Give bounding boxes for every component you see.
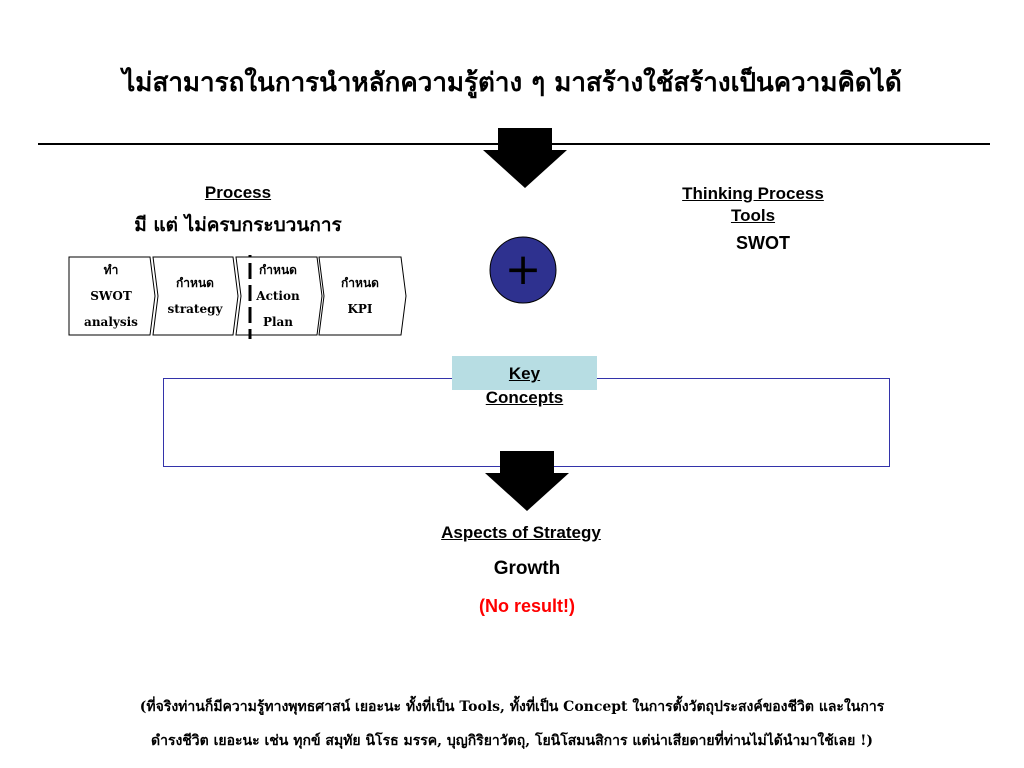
process-subtitle: มี แต่ ไม่ครบกระบวนการ <box>134 214 342 236</box>
step-4-line-2: KPI <box>347 302 373 316</box>
process-step-shape <box>235 256 323 336</box>
thinking-heading-line-1: Thinking Process <box>682 184 824 203</box>
process-step-3: กำหนด Action Plan <box>240 257 316 335</box>
step-3-line-1: กำหนด <box>259 263 297 277</box>
footer-line-2: ดำรงชีวิต เยอะนะ เช่น ทุกข์ สมุทัย นิโรธ… <box>151 733 873 749</box>
aspects-heading: Aspects of Strategy <box>441 523 601 542</box>
no-result-note: (No result!) <box>479 596 575 616</box>
process-step-2: กำหนด strategy <box>156 270 234 322</box>
process-step-shape <box>152 256 239 336</box>
process-step-shape <box>318 256 407 336</box>
process-step-4: กำหนด KPI <box>322 270 398 322</box>
footer-line-1: (ที่จริงท่านก็มีความรู้ทางพุทธศาสน์ เยอะ… <box>139 699 885 715</box>
key-concepts-label-box <box>452 356 597 390</box>
plus-symbol: + <box>505 244 542 295</box>
down-arrow-icon <box>483 128 567 188</box>
thinking-tool-value: SWOT <box>736 233 790 253</box>
plus-circle-icon: + <box>489 236 557 304</box>
process-heading: Process <box>204 183 272 202</box>
thinking-heading-line-2: Tools <box>730 206 776 225</box>
step-4-line-1: กำหนด <box>341 276 379 290</box>
step-2-line-2: strategy <box>167 302 223 316</box>
step-3-line-2: Action <box>256 289 300 303</box>
page-title: ไม่สามารถในการนำหลักความรู้ต่าง ๆ มาสร้า… <box>122 68 902 98</box>
down-arrow-icon <box>485 451 569 511</box>
process-steps-diagram <box>68 255 407 339</box>
thinking-process-heading: Thinking Process Tools <box>640 183 866 227</box>
aspects-value: Growth <box>493 558 561 579</box>
key-concepts-line-2: Concepts <box>485 388 564 407</box>
footer-note: (ที่จริงท่านก็มีความรู้ทางพุทธศาสน์ เยอะ… <box>0 690 1024 758</box>
step-2-line-1: กำหนด <box>176 276 214 290</box>
step-1-line-1: ทำ <box>103 263 119 277</box>
step-3-line-3: Plan <box>262 315 294 329</box>
step-1-line-3: analysis <box>84 315 138 329</box>
key-concepts-line-1: Key <box>508 364 541 383</box>
key-concepts-label: Key Concepts <box>452 362 597 410</box>
step-1-line-2: SWOT <box>90 289 132 303</box>
process-step-1: ทำ SWOT analysis <box>70 257 152 335</box>
process-step-shape <box>68 256 156 336</box>
